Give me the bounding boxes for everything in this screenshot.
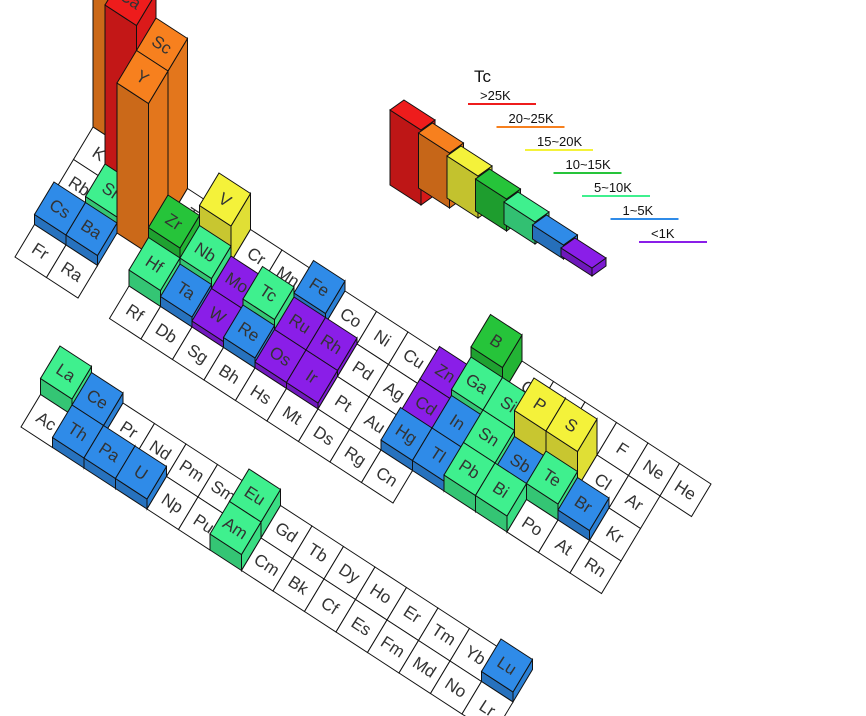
cell-top-face	[360, 449, 414, 504]
cell-top-face	[39, 345, 93, 400]
legend-label: >25K	[480, 88, 511, 103]
element-cell-pm: Pm	[165, 443, 219, 498]
element-cell-lr: Lr	[461, 680, 514, 716]
element-cell-fm: Fm	[366, 619, 420, 674]
cell-top-face	[222, 304, 276, 359]
cell-top-face	[147, 194, 201, 249]
element-cell-er: Er	[386, 586, 439, 642]
swatch-top	[446, 145, 493, 177]
element-cell-ds: Ds	[297, 408, 351, 463]
cell-top-face	[545, 397, 598, 453]
cell-top-face	[480, 638, 534, 693]
cell-top-face	[525, 450, 579, 505]
cell-top-face	[104, 0, 153, 27]
element-cell-os: Os	[254, 328, 307, 391]
cell-top-face	[198, 172, 252, 227]
swatch-top	[417, 122, 465, 154]
cell-top-face	[293, 259, 346, 315]
element-cell-ra: Ra	[45, 244, 99, 299]
element-cell-ir: Ir	[285, 349, 339, 411]
legend-label: 10~15K	[566, 157, 612, 172]
element-cell-at: At	[537, 519, 591, 574]
element-cell-rn: Rn	[569, 539, 622, 595]
element-cell-db: Db	[140, 305, 193, 361]
element-cell-pd: Pd	[336, 343, 390, 398]
cell-top-face	[209, 500, 262, 556]
legend-label: 15~20K	[537, 134, 583, 149]
element-cell-bi: Bi	[474, 462, 528, 534]
legend-label: 1~5K	[623, 203, 654, 218]
element-cell-ho: Ho	[354, 566, 408, 621]
legend-label: <1K	[651, 226, 675, 241]
element-cell-tb: Tb	[291, 525, 345, 580]
element-cell-sg: Sg	[171, 326, 225, 381]
cell-top-face	[557, 476, 610, 532]
cell-top-face	[569, 539, 622, 595]
main-table: HLiKBeRbCaCsSrScFrBaYTiRaZrVHfNbCrRfTaMo…	[14, 0, 712, 595]
element-cell-dy: Dy	[323, 545, 376, 601]
element-cell-md: Md	[398, 639, 451, 695]
swatch-top	[474, 168, 522, 200]
cell-top-face	[116, 49, 169, 105]
element-cell-cf: Cf	[303, 578, 357, 633]
cell-top-face	[179, 224, 232, 280]
element-cell-es: Es	[335, 598, 388, 654]
cell-top-face	[45, 244, 99, 299]
swatch-top	[389, 99, 436, 131]
element-cell-bh: Bh	[203, 346, 256, 402]
element-cell-hs: Hs	[234, 367, 288, 422]
element-cell-fe: Fe	[293, 259, 346, 326]
element-cell-kr: Kr	[588, 507, 642, 562]
cell-top-face	[159, 263, 213, 318]
cell-top-face	[474, 462, 528, 517]
cell-top-face	[659, 462, 712, 518]
swatch-top	[531, 214, 579, 246]
legend-swatch-t1	[560, 237, 607, 277]
element-cell-tm: Tm	[417, 607, 471, 662]
cell-top-face	[285, 349, 339, 404]
cell-top-face	[242, 265, 295, 321]
element-cell-u: U	[114, 445, 168, 511]
legend-title: Tc	[474, 67, 492, 86]
element-cell-f: F	[596, 421, 649, 477]
legend-label: 20~25K	[509, 111, 555, 126]
swatch-top	[560, 237, 607, 269]
cell-side-face	[116, 82, 149, 255]
element-cell-ni: Ni	[356, 310, 409, 366]
element-cell-mt: Mt	[266, 387, 319, 443]
element-cell-rg: Rg	[329, 428, 382, 484]
element-cell-fr: Fr	[14, 223, 67, 279]
element-cell-cm: Cm	[240, 537, 294, 592]
cell-top-face	[128, 236, 181, 292]
element-cell-lu: Lu	[480, 638, 534, 704]
element-cell-am: Am	[209, 500, 262, 573]
swatch-top	[503, 191, 550, 223]
element-cell-y: Y	[116, 49, 169, 256]
element-cell-pt: Pt	[317, 375, 370, 431]
element-cell-ne: Ne	[627, 442, 681, 497]
element-cell-cn: Cn	[360, 449, 414, 504]
element-cell-gd: Gd	[260, 504, 313, 560]
legend: Tc >25K 20~25K 15~20K 10~15K 5~10K 1~5K <1K	[389, 67, 707, 277]
cell-top-face	[461, 680, 514, 716]
element-cell-he: He	[659, 462, 712, 518]
legend-label: 5~10K	[594, 180, 632, 195]
element-cell-no: No	[429, 660, 483, 715]
cell-top-face	[470, 313, 523, 369]
cell-top-face	[65, 201, 118, 257]
cell-top-face	[114, 445, 168, 500]
